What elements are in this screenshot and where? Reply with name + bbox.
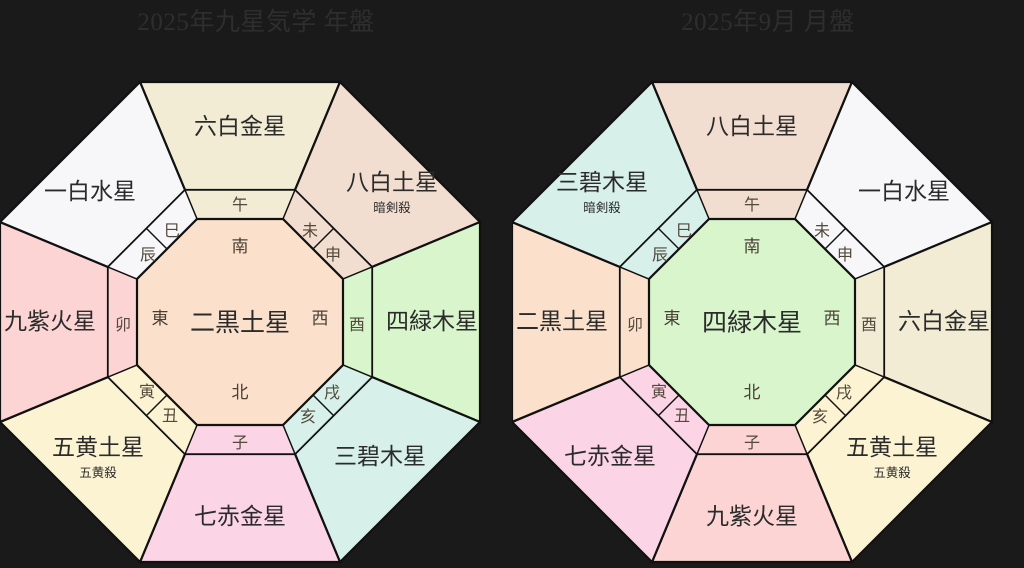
direction-label-south: 南 [744,237,761,256]
zodiac-label-inu: 戌 [836,384,852,402]
zodiac-divider-se [658,228,680,250]
year-board-title: 2025年九星気学 年盤 [137,9,375,36]
star-label-s: 八白土星 [706,114,798,139]
zodiac-label-mi: 巳 [676,223,692,240]
zodiac-divider-ne [146,394,168,416]
direction-label-west: 西 [312,309,329,328]
center-octagon-year-board[interactable] [135,217,345,427]
zodiac-divider-ne [658,394,680,416]
center-star-label: 四緑木星 [702,309,802,337]
star-label-ne: 五黄土星 [52,435,144,460]
star-label-se: 三碧木星 [556,170,648,195]
month-board-title: 2025年9月 月盤 [681,9,855,36]
year-board-chart: 2025年九星気学 年盤 六白金星八白土星暗剣殺四緑木星三碧木星七赤金星 五黄土星… [0,9,482,564]
zodiac-label-mi: 巳 [164,223,180,240]
zodiac-label-hitsuji: 未 [302,222,318,240]
direction-label-west: 西 [824,309,841,328]
zodiac-divider-sw [824,228,846,250]
zodiac-label-saru: 申 [325,246,341,264]
star-label-ne: 七赤金星 [564,444,656,469]
star-label-n: 九紫火星 [706,504,798,529]
direction-label-south: 南 [232,237,249,256]
star-label-w: 四緑木星 [386,309,478,334]
star-label-n: 七赤金星 [194,504,286,529]
star-label-sw: 八白土星 [346,170,438,195]
star-label-s: 六白金星 [194,114,286,139]
star-label-se: 一白水星 [44,179,136,204]
direction-label-east: 東 [152,309,169,328]
zodiac-label-tatsu: 辰 [140,247,156,264]
center-octagon-month-board[interactable] [647,217,857,427]
zodiac-label-tora: 寅 [651,383,667,401]
zodiac-label-i: 亥 [300,408,316,426]
zodiac-divider-nw [824,394,846,416]
zodiac-label-tatsu: 辰 [652,247,668,264]
zodiac-label-uma: 午 [232,196,248,214]
zodiac-label-u: 卯 [627,316,643,334]
star-label-e: 九紫火星 [4,309,96,334]
zodiac-label-tori: 酉 [861,317,877,334]
zodiac-divider-nw [312,394,334,416]
zodiac-label-u: 卯 [115,316,131,334]
direction-label-north: 北 [232,383,249,402]
zodiac-label-tora: 寅 [139,383,155,401]
star-label-nw: 三碧木星 [334,444,426,469]
zodiac-divider-sw [312,228,334,250]
star-sublabel-sw: 暗剣殺 [373,200,411,215]
zodiac-label-ne: 子 [232,434,248,452]
month-board-chart: 2025年9月 月盤 八白土星一白水星六白金星五黄土星五黄殺九紫火星 七赤金星 二黒… [512,0,1024,568]
star-sublabel-nw: 五黄殺 [873,466,911,480]
zodiac-label-ushi: 丑 [674,408,690,425]
zodiac-label-ushi: 丑 [162,408,178,425]
zodiac-divider-se [146,228,168,250]
star-label-sw: 一白水星 [858,179,950,204]
zodiac-label-ne: 子 [744,434,760,452]
star-sublabel-se: 暗剣殺 [583,200,621,215]
star-label-nw: 五黄土星 [846,435,938,460]
center-star-label: 二黒土星 [190,309,290,337]
zodiac-label-tori: 酉 [349,317,365,334]
zodiac-label-saru: 申 [837,246,853,264]
direction-label-east: 東 [664,309,681,328]
zodiac-label-i: 亥 [812,408,828,426]
zodiac-label-hitsuji: 未 [814,222,830,240]
star-label-w: 六白金星 [898,309,990,334]
direction-label-north: 北 [744,383,761,402]
zodiac-label-inu: 戌 [324,384,340,402]
star-sublabel-ne: 五黄殺 [79,466,117,480]
zodiac-label-uma: 午 [744,196,760,214]
star-label-e: 二黒土星 [516,309,608,334]
